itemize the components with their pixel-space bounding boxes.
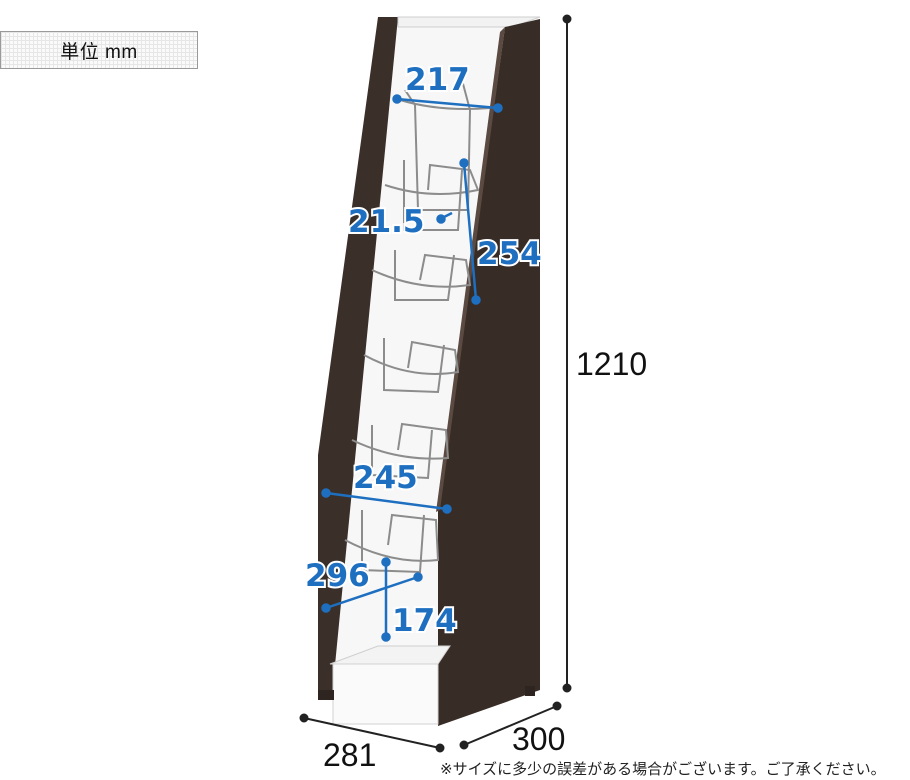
dim-base-depth: 300 bbox=[512, 721, 565, 757]
dim-lower-depth: 296 bbox=[305, 558, 370, 594]
unit-label: 単位 mm bbox=[0, 31, 198, 69]
dimension-lines bbox=[321, 94, 503, 642]
panel-edge bbox=[436, 27, 505, 512]
dim-gap: 21.5 bbox=[348, 204, 425, 240]
dim-top-width: 217 bbox=[405, 62, 470, 98]
dim-pocket-height: 254 bbox=[477, 236, 542, 272]
right-side-panel bbox=[438, 19, 540, 726]
dim-base-width: 281 bbox=[323, 737, 376, 773]
left-side-panel bbox=[318, 17, 398, 696]
size-note: ※サイズに多少の誤差がある場合がございます。ご了承ください。 bbox=[440, 760, 886, 778]
base-front bbox=[332, 663, 439, 725]
dim-pocket-width: 245 bbox=[353, 460, 418, 496]
left-foot bbox=[318, 690, 334, 700]
dim-lower-height: 174 bbox=[392, 603, 457, 639]
wire-baskets bbox=[344, 79, 491, 574]
right-foot bbox=[525, 686, 535, 696]
dim-total-height: 1210 bbox=[576, 346, 647, 382]
outer-dimension-lines bbox=[299, 14, 572, 753]
